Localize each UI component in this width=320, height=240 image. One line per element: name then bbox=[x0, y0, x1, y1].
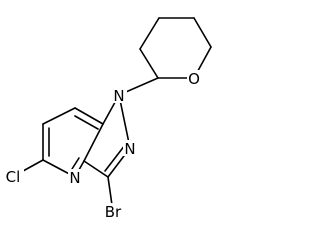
atom-o-label: O bbox=[188, 70, 200, 88]
atom-o: O bbox=[187, 70, 202, 88]
atom-br-label: Br bbox=[105, 203, 122, 221]
bond-npy-c3a-inner bbox=[71, 157, 80, 170]
atom-cl-label: Cl bbox=[6, 168, 21, 186]
bond-c3-br bbox=[107, 176, 113, 206]
atom-n2-label: N bbox=[124, 140, 135, 158]
bond-thp-c5-c6 bbox=[193, 17, 212, 48]
atom-n1-label: N bbox=[113, 87, 124, 105]
bond-n2-c3-double bbox=[104, 144, 126, 172]
molecule-structure: O N N N Cl Br bbox=[2, 17, 212, 221]
atom-n-pyridine-label: N bbox=[69, 169, 80, 187]
atom-n2: N bbox=[123, 140, 138, 158]
atom-br: Br bbox=[101, 203, 125, 221]
bond-c3a-c7a bbox=[83, 123, 104, 162]
bond-c7a-c7 bbox=[74, 107, 104, 125]
bond-c7-c6 bbox=[42, 107, 76, 125]
atom-n-pyridine: N bbox=[68, 169, 83, 187]
bond-c7a-c7-inner bbox=[74, 115, 99, 130]
pyrazole-ring bbox=[83, 94, 131, 178]
atom-n1: N bbox=[112, 87, 127, 105]
bond-n1-n2 bbox=[118, 94, 131, 149]
tetrahydropyran-ring bbox=[139, 17, 212, 79]
bond-thp-c2-c3 bbox=[139, 48, 159, 79]
bond-thp-c3-c4 bbox=[139, 17, 160, 50]
bond-c3-c3a bbox=[83, 160, 109, 178]
atom-cl: Cl bbox=[2, 168, 24, 186]
